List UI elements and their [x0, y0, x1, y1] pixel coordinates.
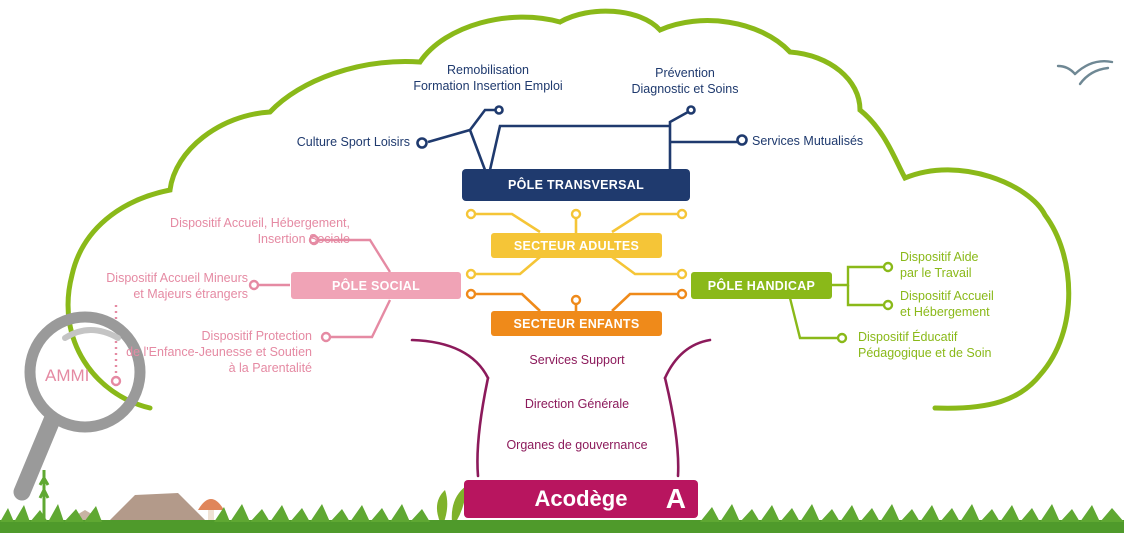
label-social-item3-line3: à la Parentalité [228, 361, 312, 375]
label-prevention: Prévention Diagnostic et Soins [615, 65, 755, 97]
label-social-accueil-mineurs: Dispositif Accueil Mineurs et Majeurs ét… [40, 270, 248, 302]
label-handicap-item2-line1: Dispositif Accueil [900, 289, 994, 303]
label-social-item3-line2: de l'Enfance-Jeunesse et Soutien [126, 345, 312, 359]
handicap-connector-dots [836, 261, 894, 344]
label-handicap-educatif: Dispositif Éducatif Pédagogique et de So… [858, 329, 991, 361]
label-services-support: Services Support [529, 353, 625, 367]
label-direction-generale: Direction Générale [524, 397, 630, 411]
brand-logo: Acodège A [464, 480, 698, 518]
adultes-connectors [475, 212, 678, 276]
label-culture-sport-loisirs: Culture Sport Loisirs [296, 135, 410, 149]
brand-mark-icon: A [665, 483, 686, 514]
handicap-connectors [788, 265, 884, 340]
pole-transversal-title: PÔLE TRANSVERSAL [507, 178, 645, 192]
tree-trunk [410, 338, 712, 478]
label-social-protection-enfance: Dispositif Protection de l'Enfance-Jeune… [100, 328, 312, 376]
secteur-enfants-box: SECTEUR ENFANTS [491, 311, 662, 336]
label-handicap-item2-line2: et Hébergement [900, 305, 990, 319]
transversal-connector-dots [416, 105, 748, 149]
label-organes-gouvernance: Organes de gouvernance [506, 438, 648, 452]
ammi-dot [110, 375, 122, 387]
label-remobilisation-line2: Formation Insertion Emploi [413, 79, 563, 93]
label-social-accueil-hebergement: Dispositif Accueil, Hébergement, Inserti… [120, 215, 350, 247]
magnifier-icon [13, 311, 146, 501]
secteur-adultes-box: SECTEUR ADULTES [491, 233, 662, 258]
label-handicap-accueil-hebergement: Dispositif Accueil et Hébergement [900, 288, 994, 320]
social-connectors [258, 238, 392, 339]
label-handicap-item1-line1: Dispositif Aide [900, 250, 979, 264]
label-social-item2-line2: et Majeurs étrangers [133, 287, 248, 301]
brand-name: Acodège [534, 486, 628, 511]
adultes-connector-dots [465, 208, 688, 280]
pole-handicap-box: PÔLE HANDICAP [691, 272, 832, 299]
enfants-connectors [475, 292, 678, 312]
secteur-adultes-title: SECTEUR ADULTES [513, 238, 640, 253]
cloud-outline [65, 8, 1072, 411]
pole-transversal-box: PÔLE TRANSVERSAL [462, 169, 690, 201]
pole-handicap-title: PÔLE HANDICAP [707, 278, 816, 293]
social-connector-dots [248, 234, 332, 343]
mushroom-icon [198, 499, 224, 524]
enfants-connector-dots [465, 288, 688, 306]
transversal-connectors [427, 108, 738, 171]
label-handicap-item1-line2: par le Travail [900, 266, 972, 280]
label-handicap-item3-line1: Dispositif Éducatif [858, 330, 958, 344]
label-prevention-line1: Prévention [655, 66, 715, 80]
bird-icon [1056, 60, 1114, 86]
label-social-item1-line1: Dispositif Accueil, Hébergement, [170, 216, 350, 230]
label-prevention-line2: Diagnostic et Soins [631, 82, 739, 96]
label-remobilisation-line1: Remobilisation [447, 63, 529, 77]
label-remobilisation: Remobilisation Formation Insertion Emplo… [403, 62, 573, 94]
secteur-enfants-title: SECTEUR ENFANTS [513, 316, 640, 331]
label-services-mutualises: Services Mutualisés [752, 134, 864, 148]
label-social-item1-line2: Insertion Sociale [257, 232, 350, 246]
label-social-item3-line1: Dispositif Protection [201, 329, 312, 343]
label-social-item2-line1: Dispositif Accueil Mineurs [106, 271, 248, 285]
label-handicap-aide-travail: Dispositif Aide par le Travail [900, 249, 979, 281]
label-handicap-item3-line2: Pédagogique et de Soin [858, 346, 992, 360]
plant-icon [436, 486, 466, 522]
grass [0, 470, 1124, 533]
pole-social-box: PÔLE SOCIAL [291, 272, 461, 299]
pole-social-title: PÔLE SOCIAL [331, 278, 421, 293]
label-ammi: AMMI [45, 366, 90, 385]
